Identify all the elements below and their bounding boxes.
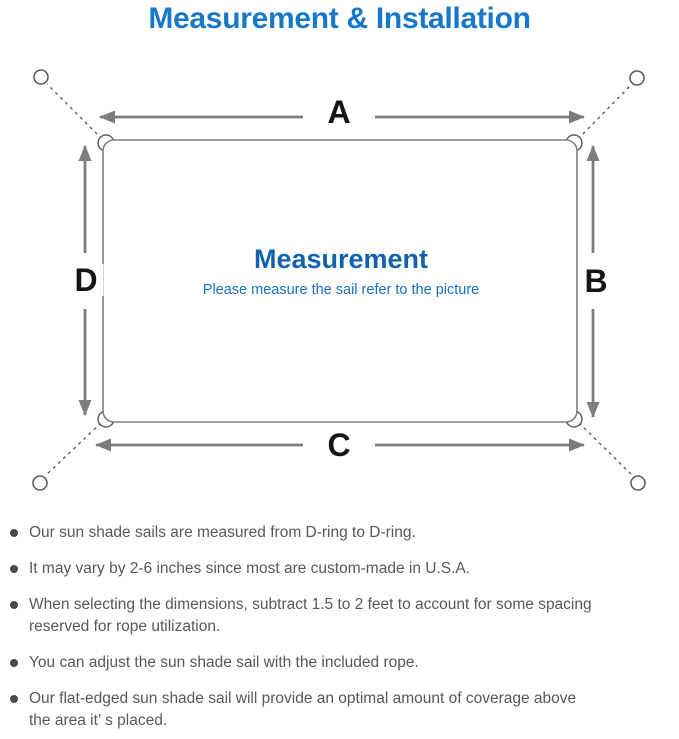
page-title: Measurement & Installation — [148, 2, 531, 35]
anchor-circle-bottom-left — [32, 475, 48, 491]
note-text: When selecting the dimensions, subtract … — [29, 596, 592, 635]
diagram-canvas — [32, 69, 646, 491]
dimension-label-a: A — [321, 96, 357, 128]
rope-dashed-line-top-left — [46, 83, 103, 140]
rope-dashed-line-bottom-right — [578, 422, 634, 477]
note-text: Our flat-edged sun shade sail will provi… — [29, 690, 577, 729]
rope-dashed-line-bottom-left — [44, 422, 102, 477]
diagram-center-title: Measurement — [253, 244, 429, 274]
dimension-label-b: B — [578, 265, 614, 297]
bullet-dot-icon — [10, 659, 18, 667]
diagram-center-text: Measurement Please measure the sail refe… — [203, 244, 479, 298]
note-item: Our sun shade sails are measured from D-… — [10, 522, 670, 544]
bullet-dot-icon — [10, 565, 18, 573]
dimension-label-d: D — [68, 264, 104, 296]
note-text: It may vary by 2-6 inches since most are… — [29, 560, 471, 577]
dimension-label-c: C — [321, 429, 357, 461]
notes-list: Our sun shade sails are measured from D-… — [10, 522, 670, 739]
bullet-dot-icon — [10, 529, 18, 537]
bullet-dot-icon — [10, 601, 18, 609]
anchor-circle-top-left — [33, 69, 49, 85]
note-item: It may vary by 2-6 inches since most are… — [10, 558, 670, 580]
note-text: Our sun shade sails are measured from D-… — [29, 524, 416, 541]
note-item: When selecting the dimensions, subtract … — [10, 594, 670, 638]
anchor-circle-bottom-right — [630, 475, 646, 491]
rope-dashed-line-top-right — [577, 84, 632, 140]
sail-measurement-diagram: A B C D Measurement Please measure the s… — [0, 55, 679, 510]
anchor-circle-top-right — [629, 70, 645, 86]
bullet-dot-icon — [10, 695, 18, 703]
diagram-center-subtitle: Please measure the sail refer to the pic… — [202, 282, 480, 298]
note-item: Our flat-edged sun shade sail will provi… — [10, 688, 670, 732]
note-item: You can adjust the sun shade sail with t… — [10, 652, 670, 674]
note-text: You can adjust the sun shade sail with t… — [29, 654, 419, 671]
